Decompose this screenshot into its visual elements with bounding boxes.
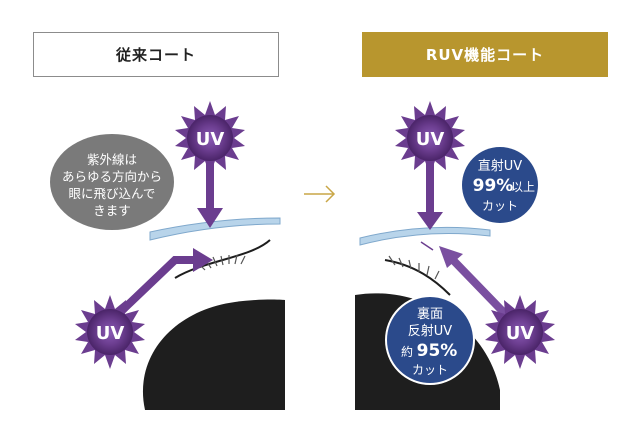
- back-badge-line1: 裏面: [417, 307, 443, 322]
- back-badge-prefix: 約: [401, 344, 413, 359]
- uv-burst-bottom: [75, 295, 145, 369]
- back-badge-line4: カット: [412, 363, 448, 377]
- eyeball-dark: [142, 299, 285, 410]
- back-badge-percent: 95%: [417, 341, 458, 361]
- uv-back-arrowhead: [439, 246, 463, 268]
- conventional-coat-illustration: UV UV 紫外線は あらゆる方向から 眼に飛び込んで きます: [50, 101, 285, 410]
- uv-back-arrow-shaft: [450, 257, 516, 325]
- lens: [359, 226, 491, 246]
- direct-uv-badge: [462, 147, 538, 223]
- transition-arrow-icon: [304, 185, 336, 203]
- header-ruv-coat: RUV機能コート: [362, 32, 608, 77]
- info-bubble: [50, 134, 174, 230]
- direct-badge-line3: カット: [482, 199, 518, 213]
- uv-label-top: UV: [196, 129, 225, 150]
- uv-bottom-arrowhead: [193, 248, 213, 272]
- bubble-line-1: 紫外線は: [87, 152, 137, 167]
- bubble-line-4: きます: [93, 203, 131, 218]
- uv-label-bottom: UV: [96, 323, 125, 344]
- uv-top-arrowhead: [417, 212, 443, 230]
- direct-badge-suffix: 以上: [511, 180, 535, 194]
- header-conventional-coat: 従来コート: [33, 32, 279, 77]
- bubble-line-3: 眼に飛び込んで: [69, 186, 156, 201]
- ruv-coat-illustration: UV UV 直射UV 99% 以上 カット 裏面 反射UV 約 95% カット: [355, 101, 555, 410]
- lens: [149, 217, 281, 241]
- eyelid-line: [174, 239, 271, 279]
- uv-burst-top: [395, 101, 465, 175]
- eyelid-line: [384, 259, 451, 296]
- direct-badge-percent: 99%: [473, 176, 514, 196]
- uv-label-top: UV: [416, 129, 445, 150]
- uv-label-bottom: UV: [506, 323, 535, 344]
- uv-burst-top: [175, 101, 245, 175]
- uv-burst-bottom: [485, 295, 555, 369]
- uv-bottom-arrow-shaft: [107, 256, 200, 325]
- uv-top-arrowhead: [197, 208, 223, 228]
- uv-blocked-mark: [420, 241, 434, 251]
- bubble-line-2: あらゆる方向から: [62, 169, 162, 184]
- eyelashes: [388, 255, 440, 280]
- direct-badge-line1: 直射UV: [478, 158, 523, 174]
- back-badge-line2: 反射UV: [408, 323, 453, 339]
- back-uv-badge: [385, 295, 475, 385]
